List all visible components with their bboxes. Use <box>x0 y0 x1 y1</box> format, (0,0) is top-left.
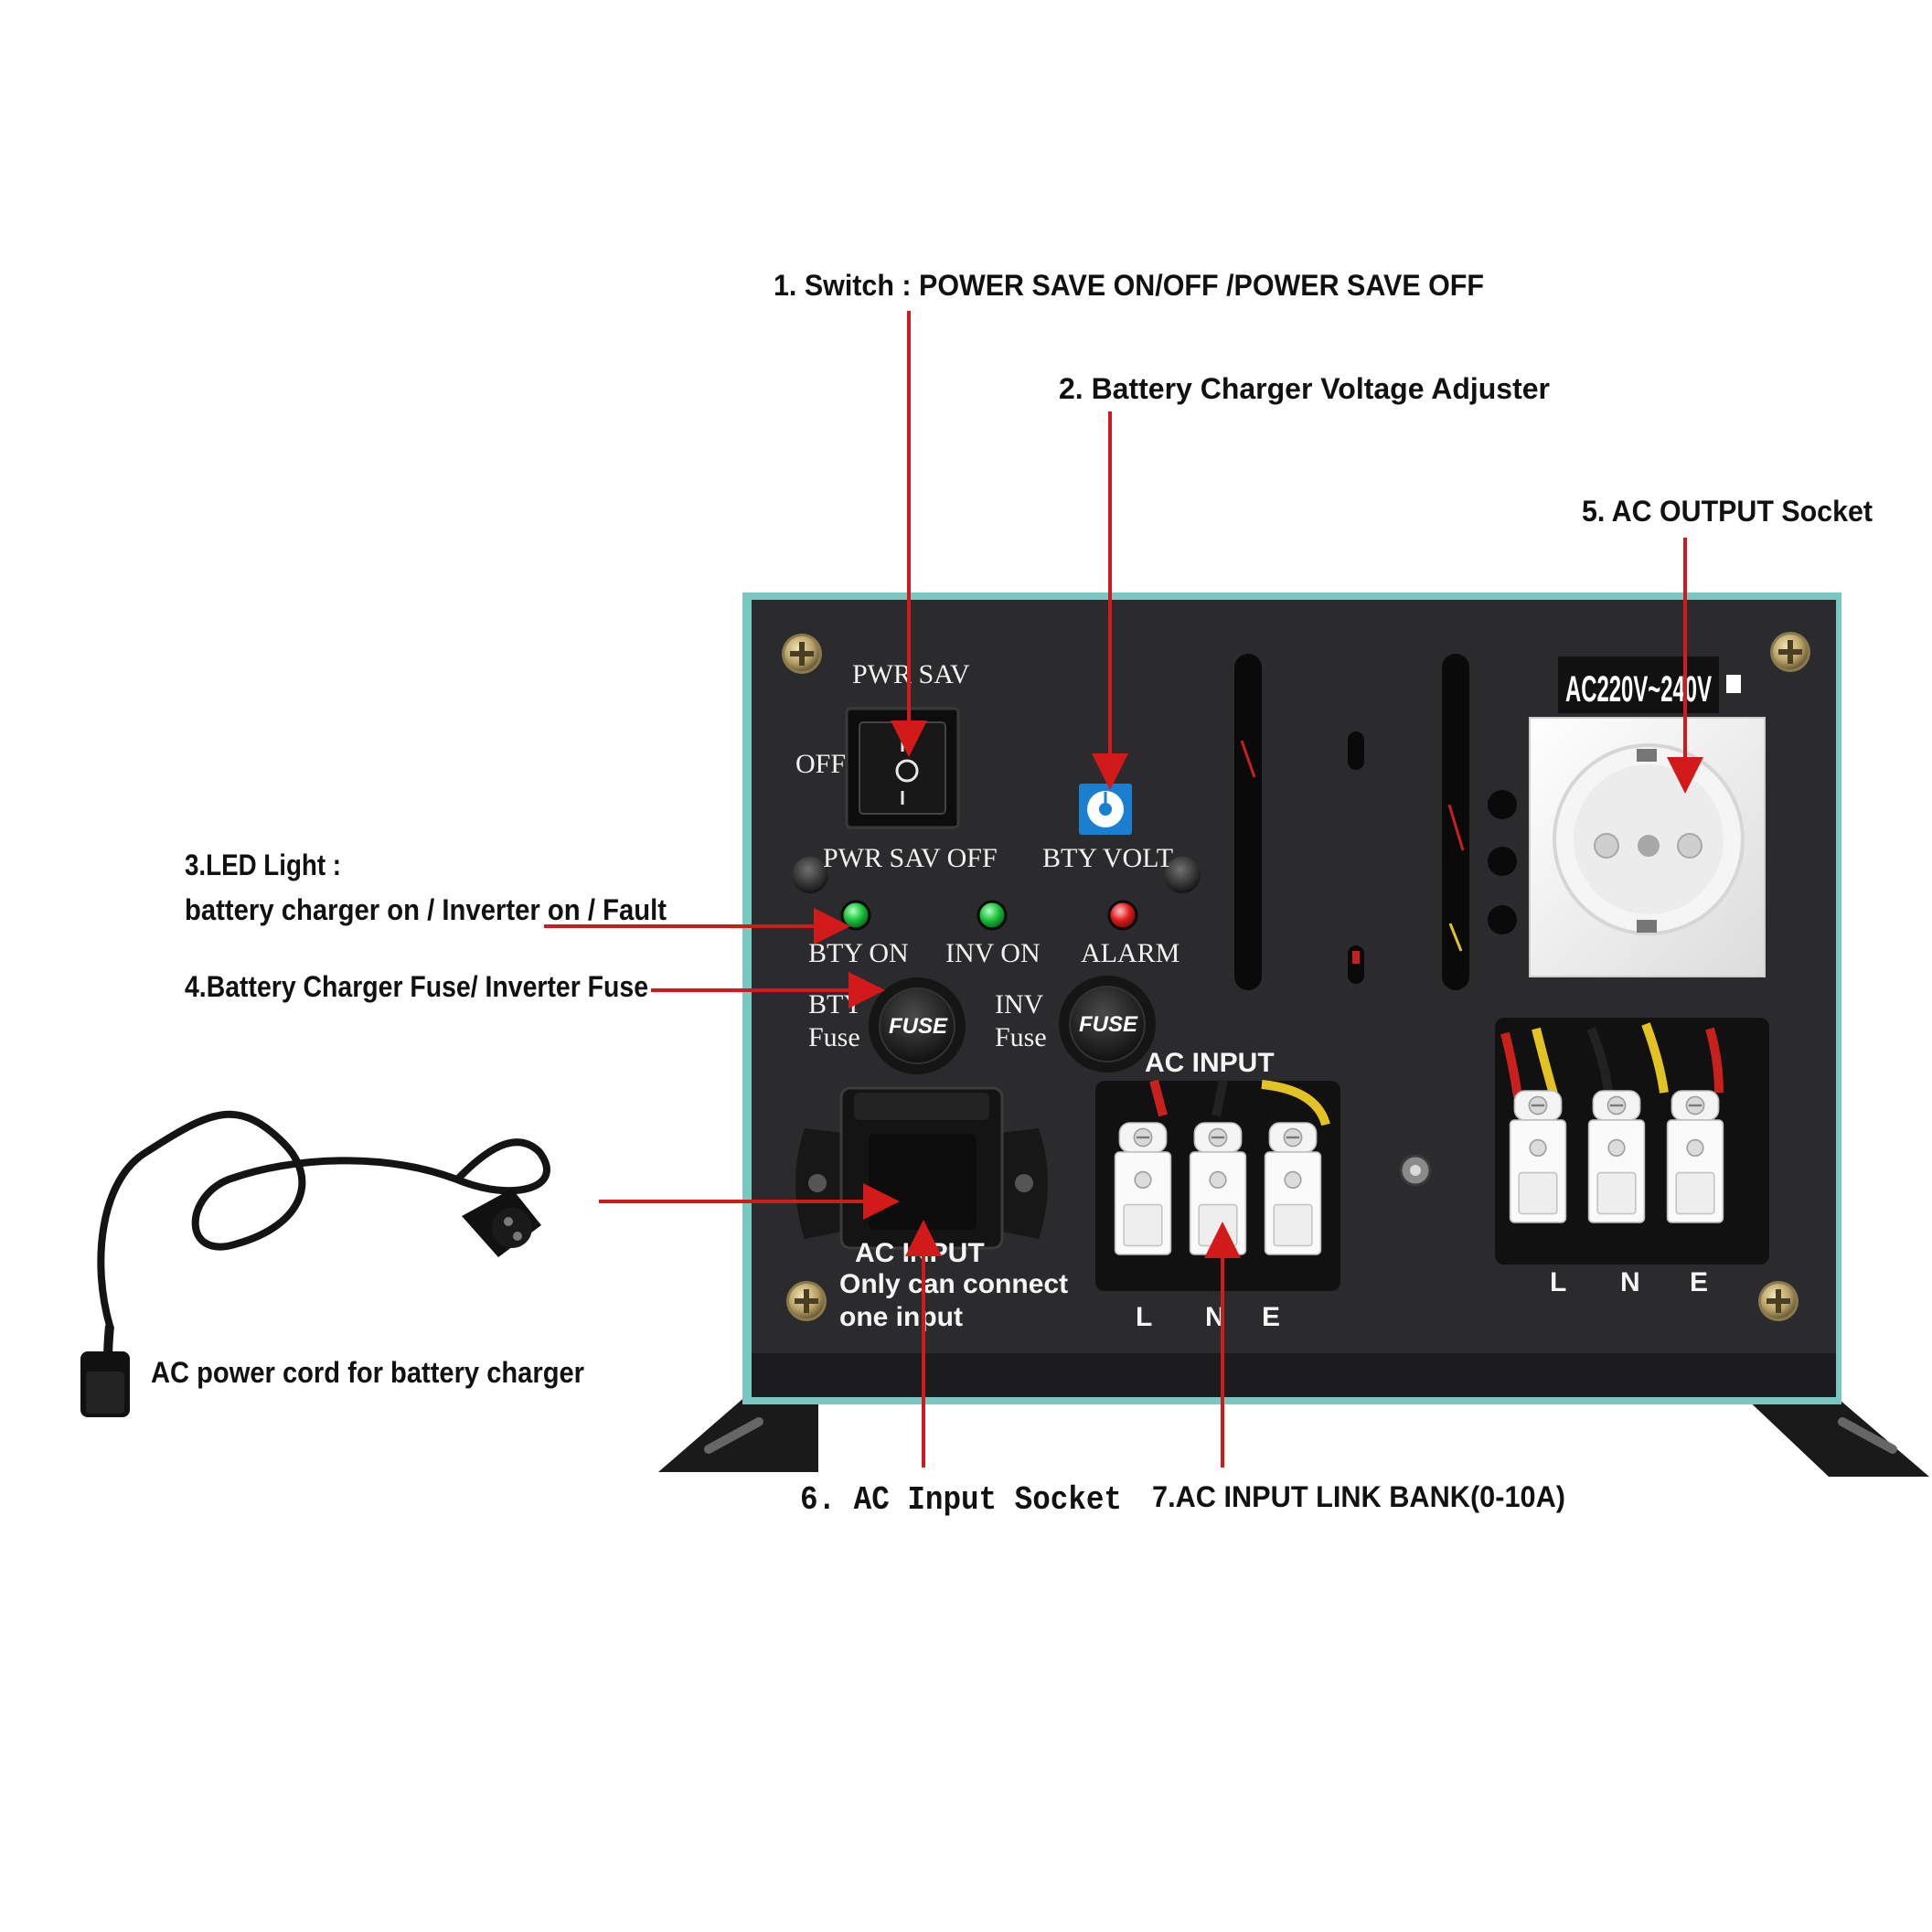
screw-icon <box>786 1281 827 1321</box>
vent-slot <box>1234 654 1262 990</box>
output-terminal-e: E <box>1690 1267 1708 1297</box>
ac-output-socket[interactable] <box>1529 717 1766 977</box>
led-indicator-icon <box>1107 900 1138 931</box>
ac-input-bank-title: AC INPUT <box>1145 1048 1275 1078</box>
bracket-slot-icon <box>704 1417 763 1454</box>
bty-volt-label: BTY VOLT <box>1042 843 1173 873</box>
callout-fuse: 4.Battery Charger Fuse/ Inverter Fuse <box>185 970 648 1003</box>
terminal-block-icon[interactable] <box>1264 1121 1322 1256</box>
vent-slot-small <box>1348 731 1364 770</box>
led-indicator-icon <box>840 900 871 931</box>
led-indicator-icon <box>977 900 1008 931</box>
input-terminal-n: N <box>1205 1302 1225 1332</box>
callout-ac-output: 5. AC OUTPUT Socket <box>1582 495 1873 528</box>
ac-output-terminal-bay <box>1495 1018 1769 1265</box>
callout-led-desc: battery charger on / Inverter on / Fault <box>185 893 667 926</box>
screw-icon <box>782 634 822 674</box>
vent-hole <box>1488 905 1517 934</box>
bracket-slot-icon <box>1838 1417 1897 1454</box>
input-terminal-l: L <box>1136 1302 1152 1332</box>
bty-on-label: BTY ON <box>808 938 909 968</box>
terminal-block-icon <box>1509 1089 1567 1224</box>
right-mounting-bracket <box>1742 1394 1929 1477</box>
voltage-badge-text: AC220V~240V <box>1565 669 1712 710</box>
screw-icon <box>1758 1281 1799 1321</box>
callout-voltage-adjuster: 2. Battery Charger Voltage Adjuster <box>1059 372 1550 405</box>
battery-charger-fuse[interactable]: FUSE <box>869 977 966 1074</box>
screw-icon <box>1770 632 1810 672</box>
power-cord-icon <box>80 1110 550 1417</box>
one-input-label: one input <box>839 1302 963 1332</box>
panel-knob-left <box>792 857 828 893</box>
off-label: OFF <box>795 749 846 779</box>
inverter-fuse[interactable]: FUSE <box>1059 976 1156 1073</box>
fuse-cap-text: FUSE <box>889 1014 948 1039</box>
ac-output-voltage-badge: AC220V~240V <box>1558 656 1741 713</box>
power-save-switch[interactable] <box>845 707 960 829</box>
ac-input-socket-label: AC INPUT <box>855 1238 985 1268</box>
output-terminal-l: L <box>1550 1267 1566 1297</box>
callout-arrows <box>544 311 1703 1468</box>
alarm-label: ALARM <box>1081 938 1179 968</box>
vent-hole <box>1488 847 1517 876</box>
only-can-connect-label: Only can connect <box>839 1269 1068 1299</box>
ac-input-link-bank[interactable] <box>1095 1079 1340 1291</box>
callout-led-title: 3.LED Light : <box>185 849 341 881</box>
callout-link-bank: 7.AC INPUT LINK BANK(0-10A) <box>1152 1480 1565 1513</box>
panel-knob-right <box>1164 857 1201 893</box>
panel-shadow <box>752 1353 1836 1397</box>
inv-fuse-label-bottom: Fuse <box>995 1022 1047 1052</box>
callout-power-cord: AC power cord for battery charger <box>151 1356 584 1389</box>
pwr-sav-off-label: PWR SAV OFF <box>823 843 998 873</box>
pwr-sav-label: PWR SAV <box>852 659 970 689</box>
input-terminal-e: E <box>1262 1302 1280 1332</box>
terminal-block-icon <box>1587 1089 1646 1224</box>
vent-slot-small <box>1348 945 1364 984</box>
ac-input-socket[interactable] <box>795 1086 1048 1250</box>
output-terminal-n: N <box>1620 1267 1640 1297</box>
terminal-block-icon[interactable] <box>1189 1121 1247 1256</box>
callout-switch: 1. Switch : POWER SAVE ON/OFF /POWER SAV… <box>774 269 1484 302</box>
terminal-block-icon <box>1666 1089 1724 1224</box>
bty-fuse-label-bottom: Fuse <box>808 1022 860 1052</box>
vent-hole <box>1488 790 1517 819</box>
callout-ac-input-socket: 6. AC Input Socket <box>800 1481 1122 1519</box>
battery-voltage-adjuster[interactable] <box>1079 784 1132 835</box>
terminal-block-icon[interactable] <box>1114 1121 1172 1256</box>
bty-fuse-label-top: BTY <box>808 989 863 1019</box>
inv-fuse-label-top: INV <box>995 989 1044 1019</box>
ventilation-slots <box>1234 654 1517 990</box>
fuse-cap-text: FUSE <box>1079 1012 1138 1037</box>
inv-on-label: INV ON <box>945 938 1041 968</box>
